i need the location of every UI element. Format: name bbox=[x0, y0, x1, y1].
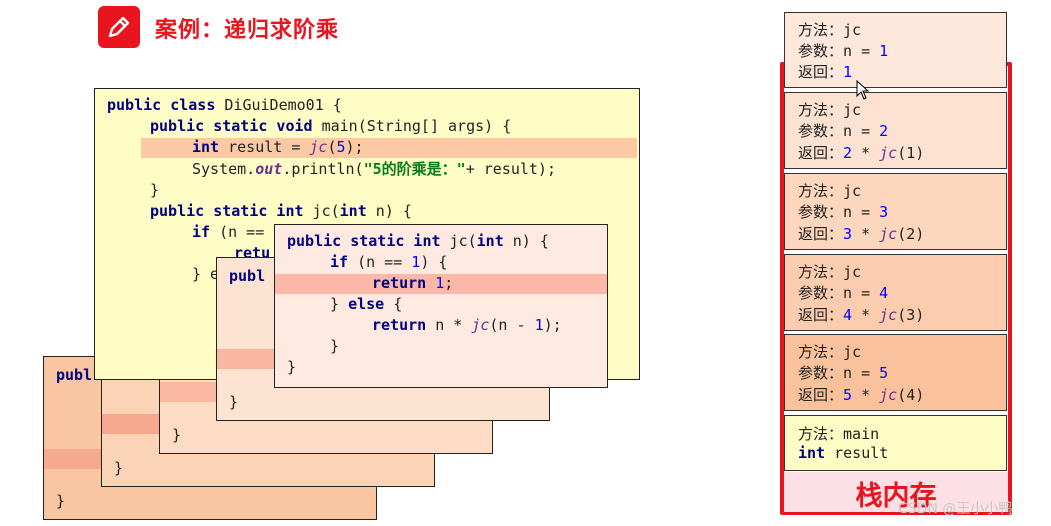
stack-memory-label: 栈内存 bbox=[855, 481, 937, 512]
stack-frame-n2: 方法：jc 参数：n = 2 返回：2 * jc(1) bbox=[784, 92, 1007, 169]
page-title: 案例：递归求阶乘 bbox=[155, 18, 340, 43]
code-line: if (n == 1) { bbox=[330, 253, 448, 271]
stack-frame-n4: 方法：jc 参数：n = 4 返回：4 * jc(3) bbox=[784, 254, 1007, 331]
stack-frame-n1: 方法：jc 参数：n = 1 返回：1 bbox=[784, 12, 1007, 88]
code-line: } bbox=[287, 358, 297, 376]
code-text: } bbox=[172, 426, 182, 444]
code-highlight bbox=[275, 274, 607, 294]
pencil-icon bbox=[98, 6, 140, 48]
front-code-box: public static int jc(int n) { if (n == 1… bbox=[274, 224, 608, 388]
code-text: } bbox=[229, 393, 239, 411]
code-line: int result = jc(5); bbox=[192, 138, 364, 156]
stack-frame-n5: 方法：jc 参数：n = 5 返回：5 * jc(4) bbox=[784, 334, 1007, 411]
code-line: public class DiGuiDemo01 { bbox=[107, 96, 342, 114]
stack-memory-base bbox=[784, 472, 1008, 512]
code-line: if (n == bbox=[192, 223, 265, 241]
code-line: } bbox=[150, 181, 160, 199]
code-line: public static void main(String[] args) { bbox=[150, 117, 512, 135]
code-line: } else { bbox=[330, 295, 403, 313]
code-line: public static int jc(int n) { bbox=[287, 232, 549, 250]
cursor-icon bbox=[856, 80, 870, 100]
stack-frame-n3: 方法：jc 参数：n = 3 返回：3 * jc(2) bbox=[784, 173, 1007, 250]
code-text: publ bbox=[56, 366, 93, 384]
code-text: } bbox=[56, 492, 66, 510]
code-line: } bbox=[330, 337, 340, 355]
code-highlight bbox=[141, 138, 637, 158]
code-text: publ bbox=[229, 267, 266, 285]
stack-frame-main: 方法：main int result bbox=[784, 415, 1007, 471]
code-line: return n * jc(n - 1); bbox=[372, 316, 562, 334]
code-line: public static int jc(int n) { bbox=[150, 202, 412, 220]
code-line: } e bbox=[192, 265, 220, 283]
code-line: System.out.println("5的阶乘是："+ result); bbox=[192, 160, 556, 178]
code-text: } bbox=[114, 459, 124, 477]
watermark: CSDN @王小小鸭 bbox=[898, 501, 1013, 517]
code-line: return 1; bbox=[372, 274, 454, 292]
